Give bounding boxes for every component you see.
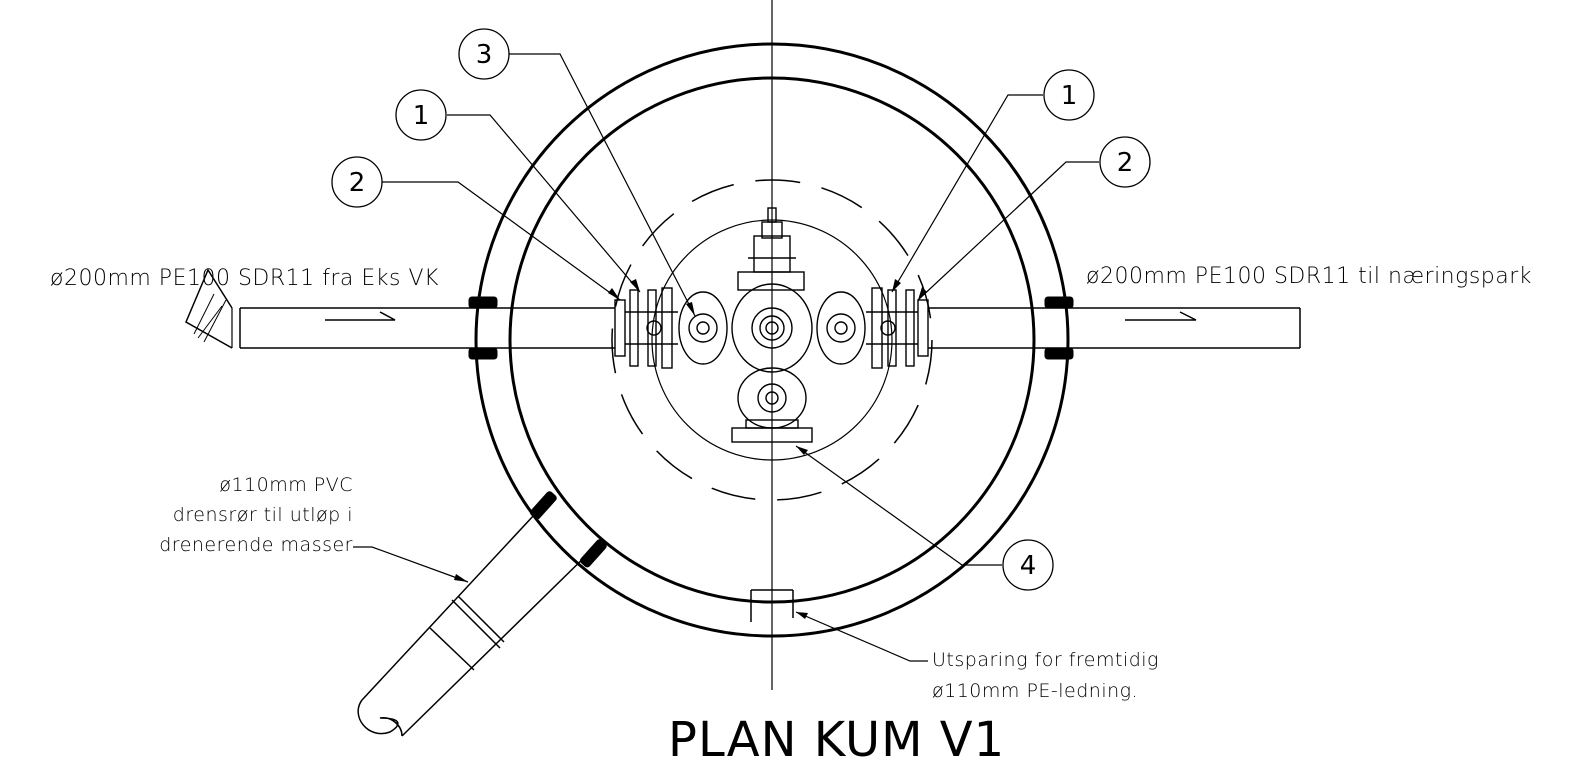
recess-label-line2: ø110mm PE-ledning. (932, 680, 1139, 702)
drain-label-line1: ø110mm PVC (219, 474, 353, 496)
balloon-2-left-text: 2 (349, 168, 366, 198)
inner-circle (651, 219, 893, 461)
future-recess (750, 589, 794, 622)
balloon-2-left: 2 (331, 156, 383, 208)
manhole-outer-ring (474, 42, 1070, 638)
balloon-1-right: 1 (1043, 69, 1095, 121)
balloon-1-left-text: 1 (413, 101, 430, 131)
wall-seals (468, 296, 1074, 568)
drain-label-line2: drensrør til utløp i (172, 504, 353, 526)
inlet-pipe-label: ø200mm PE100 SDR11 fra Eks VK (50, 266, 439, 291)
drain-label-line3: drenerende masser (159, 534, 353, 556)
outlet-pipe-label: ø200mm PE100 SDR11 til næringspark (1086, 264, 1533, 289)
balloon-4-text: 4 (1020, 551, 1037, 581)
balloon-4: 4 (1002, 539, 1054, 591)
manhole-inner-ring (508, 76, 1036, 604)
leader-lines (353, 53, 1099, 662)
balloon-1-right-text: 1 (1061, 81, 1078, 111)
balloon-1-left: 1 (395, 89, 447, 141)
balloon-2-right: 2 (1099, 136, 1151, 188)
outlet-pipe (928, 307, 1301, 349)
balloon-2-right-text: 2 (1117, 148, 1134, 178)
arrowheads (454, 279, 927, 619)
balloon-3-text: 3 (476, 40, 493, 70)
recess-label-line1: Utsparing for fremtidig (932, 649, 1159, 671)
inlet-pipe (185, 268, 615, 349)
balloon-3: 3 (458, 28, 510, 80)
drain-pipe (357, 499, 597, 737)
drawing-title: PLAN KUM V1 (668, 712, 1006, 768)
dashed-circle-outer (611, 179, 933, 501)
valve-assembly (614, 207, 929, 443)
